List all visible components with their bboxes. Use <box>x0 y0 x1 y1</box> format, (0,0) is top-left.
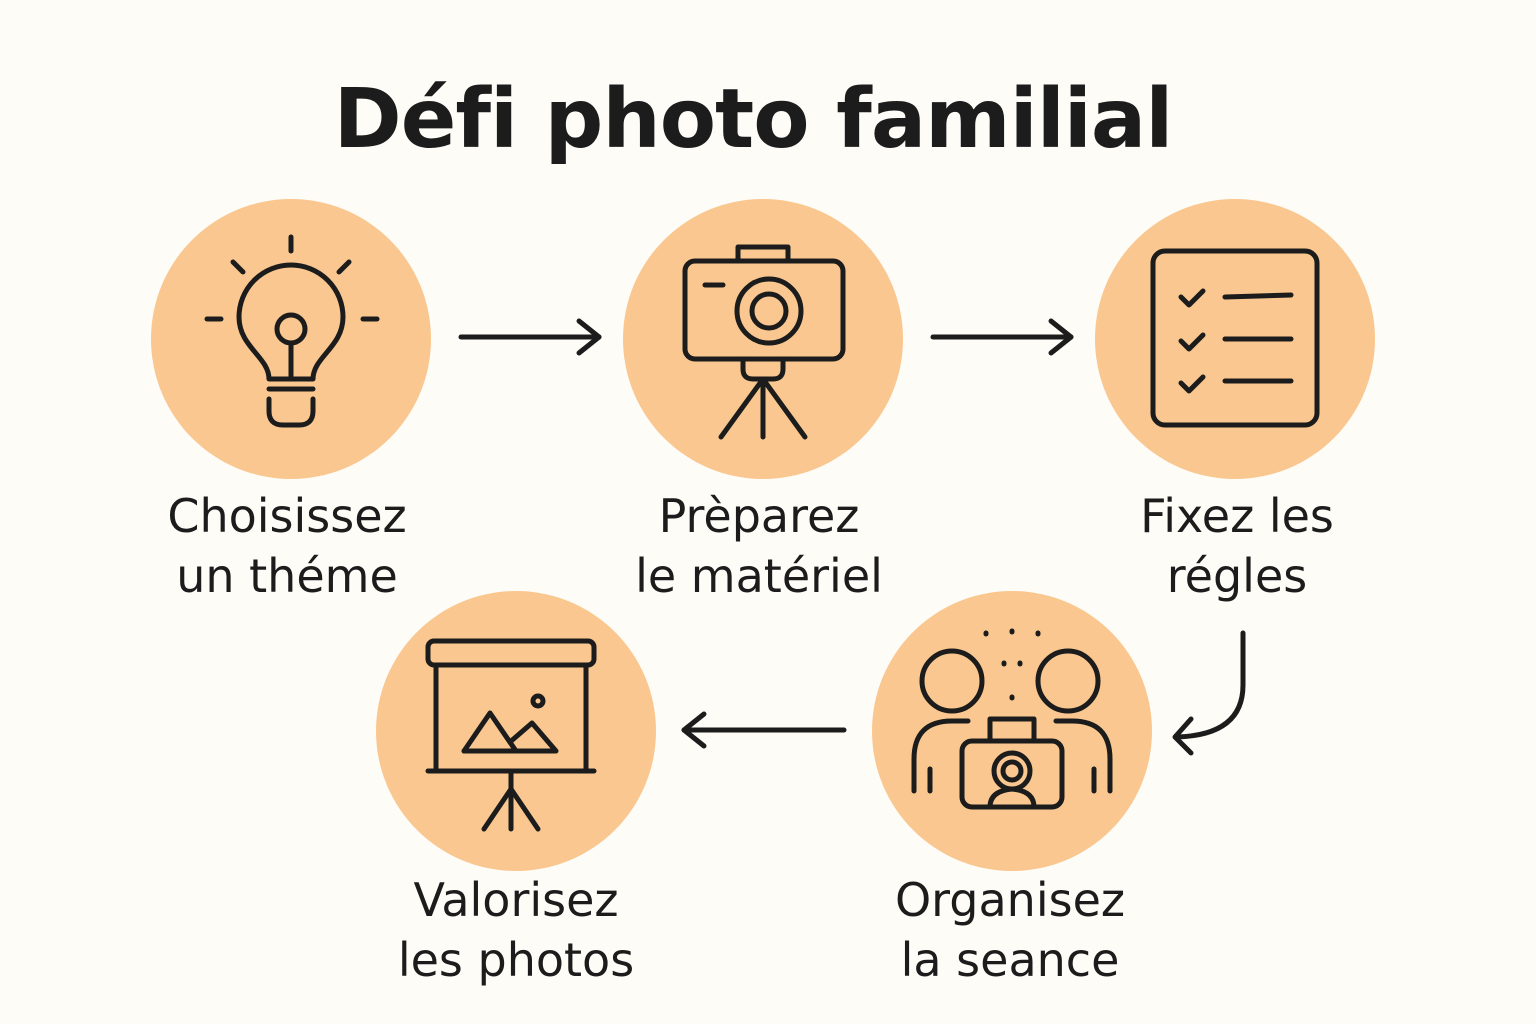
step-1-circle <box>151 199 431 479</box>
lightbulb-icon <box>204 234 380 428</box>
step-3-circle <box>1095 199 1375 479</box>
step-3-label: Fixez les régles <box>1140 489 1334 603</box>
step-5-circle <box>376 591 656 871</box>
arrow-curve-down <box>1172 630 1246 756</box>
step-2-label: Prèparez le matériel <box>635 489 883 603</box>
diagram-title: Défi photo familial <box>333 72 1174 167</box>
checklist-icon <box>1150 248 1320 428</box>
arrow-right-1 <box>458 318 602 356</box>
arrow-right-2 <box>930 318 1074 356</box>
camera-tripod-icon <box>682 244 846 440</box>
step-4-circle <box>872 591 1152 871</box>
projector-screen-icon <box>425 638 597 832</box>
step-5-label: Valorisez les photos <box>397 873 635 987</box>
step-1-label: Choisissez un théme <box>167 489 407 603</box>
step-4-label: Organisez la seance <box>894 873 1126 987</box>
group-photo-icon <box>911 628 1113 810</box>
arrow-left <box>681 711 847 749</box>
step-2-circle <box>623 199 903 479</box>
